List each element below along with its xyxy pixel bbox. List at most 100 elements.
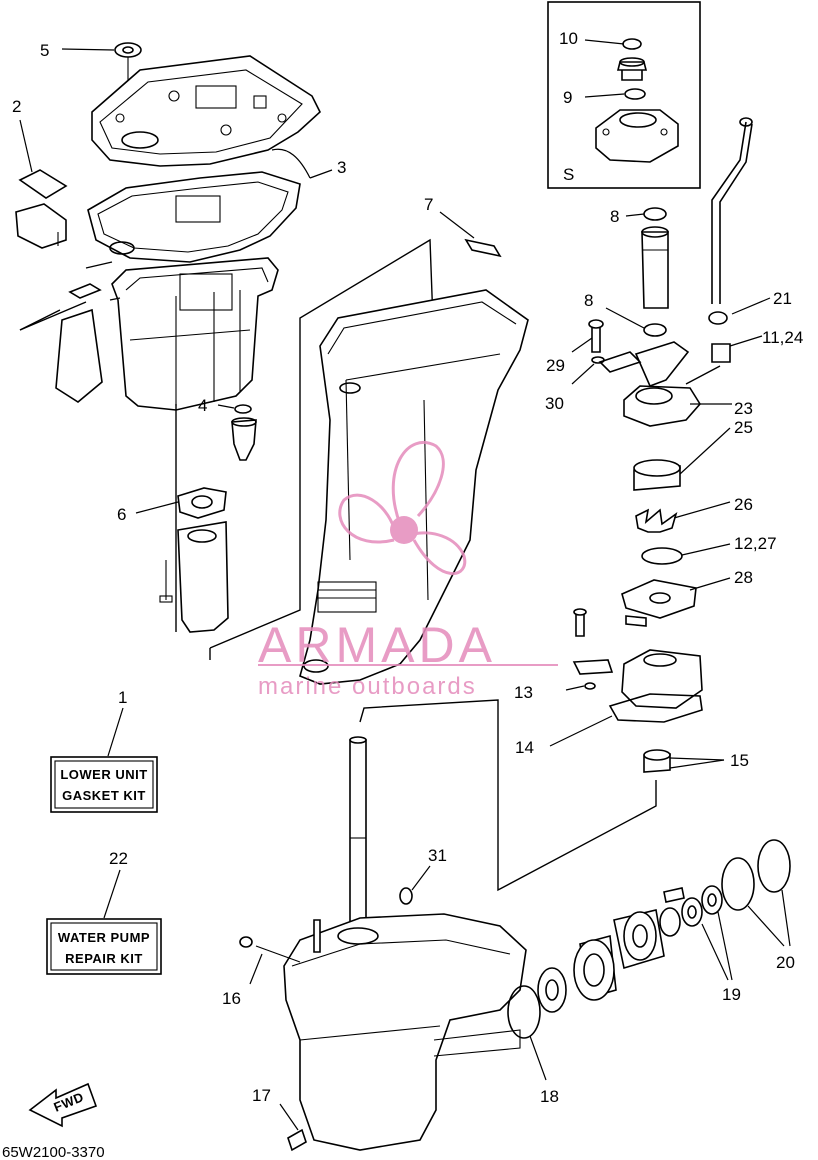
kit-box-frame-22 xyxy=(46,918,162,975)
callout-8b: 8 xyxy=(584,291,593,310)
callout-29: 29 xyxy=(546,356,565,375)
inset-frame xyxy=(547,1,701,189)
callout-30: 30 xyxy=(545,394,564,413)
outer-plate-28 xyxy=(621,579,697,619)
bolt-29 xyxy=(591,325,601,353)
grommet-11-24 xyxy=(711,343,731,363)
callout-12-27: 12,27 xyxy=(734,534,777,553)
pin-13 xyxy=(584,682,596,690)
fwd-indicator: FWD xyxy=(28,1082,98,1128)
grommet-21 xyxy=(708,311,728,325)
wire-3 xyxy=(271,148,311,179)
callout-5: 5 xyxy=(40,41,49,60)
assembly-line-1 xyxy=(19,238,437,649)
upper-casing xyxy=(91,55,321,167)
callout-8a: 8 xyxy=(610,207,619,226)
callout-16: 16 xyxy=(222,989,241,1008)
callout-10: 10 xyxy=(559,29,578,48)
kit-line-water-pump: WATER PUMP xyxy=(58,930,150,945)
callout-17: 17 xyxy=(252,1086,271,1105)
seal-5 xyxy=(114,42,142,58)
oring-20a xyxy=(721,857,755,911)
watermark: ARMADA marine outboards xyxy=(258,440,558,700)
oring-18 xyxy=(507,985,541,1039)
plug-31 xyxy=(399,887,413,905)
kit-ref-22: 22 xyxy=(109,849,128,868)
callout-14: 14 xyxy=(515,738,534,757)
callout-labels: 5 2 3 7 4 6 10 9 8 8 21 11,24 29 30 23 2… xyxy=(12,29,803,1106)
callout-21: 21 xyxy=(773,289,792,308)
oring-9 xyxy=(624,88,646,100)
oring-10 xyxy=(622,38,642,50)
water-tube xyxy=(641,231,669,309)
callout-28: 28 xyxy=(734,568,753,587)
kit-line-repair-kit: REPAIR KIT xyxy=(65,951,143,966)
plate-2 xyxy=(18,169,68,199)
fwd-arrow-icon xyxy=(28,1082,98,1128)
bearing xyxy=(537,967,567,1013)
watermark-tagline: marine outboards xyxy=(258,673,477,700)
drain-17 xyxy=(287,1128,307,1152)
callout-13: 13 xyxy=(514,683,533,702)
callout-18: 18 xyxy=(540,1087,559,1106)
gasket-6 xyxy=(177,487,227,519)
propeller-logo xyxy=(338,440,467,576)
driveshaft xyxy=(349,739,367,927)
lower-housing xyxy=(621,649,703,709)
inset-box: S xyxy=(547,1,701,189)
oring-8-top xyxy=(643,207,667,221)
exhaust-guide xyxy=(177,521,229,633)
kit-box-frame-1 xyxy=(50,756,158,813)
callout-31: 31 xyxy=(428,846,447,865)
lower-unit-group xyxy=(239,736,791,1152)
kit-line-lower-unit: LOWER UNIT xyxy=(60,767,147,782)
oring-20b xyxy=(757,839,791,893)
cup xyxy=(231,419,257,461)
gear-case xyxy=(283,913,527,1151)
oil-pan xyxy=(111,257,279,411)
water-hose xyxy=(711,121,747,304)
clip-7 xyxy=(464,238,502,258)
kit-ref-1: 1 xyxy=(118,688,127,707)
callout-9: 9 xyxy=(563,88,572,107)
holder-plate xyxy=(634,341,690,388)
washer-19b xyxy=(701,885,723,915)
bolt xyxy=(575,613,585,637)
kit-box-lower-unit: 1 LOWER UNIT GASKET KIT xyxy=(50,688,158,813)
gasket-14 xyxy=(608,693,703,723)
bracket xyxy=(15,203,67,249)
exhaust-pipe xyxy=(55,308,103,403)
bushing xyxy=(616,61,648,81)
callout-3: 3 xyxy=(337,158,346,177)
water-pump-group xyxy=(359,117,771,892)
watermark-brand: ARMADA xyxy=(258,617,496,673)
drawing-code: 65W2100-3370 xyxy=(2,1144,105,1160)
kit-box-water-pump: 22 WATER PUMP REPAIR KIT xyxy=(46,849,162,975)
bolt-16 xyxy=(239,936,253,948)
pump-housing-23 xyxy=(623,385,701,427)
watermark-rule xyxy=(258,664,558,666)
inset-label: S xyxy=(563,165,574,184)
washer-4 xyxy=(234,404,252,414)
callout-19: 19 xyxy=(722,985,741,1004)
oring-12-27 xyxy=(641,547,683,565)
upper-casing-group xyxy=(15,42,333,633)
washer-19a xyxy=(681,897,703,927)
callout-20: 20 xyxy=(776,953,795,972)
key xyxy=(625,615,647,627)
inset-housing xyxy=(595,109,679,163)
callout-11-24: 11,24 xyxy=(762,328,803,347)
oring-8-bottom xyxy=(643,323,667,337)
kit-line-gasket-kit: GASKET KIT xyxy=(62,788,146,803)
impeller-26 xyxy=(635,508,678,533)
callout-6: 6 xyxy=(117,505,126,524)
driveshaft-housing-group xyxy=(299,211,529,685)
callout-26: 26 xyxy=(734,495,753,514)
callout-7: 7 xyxy=(424,195,433,214)
callout-4: 4 xyxy=(198,396,207,415)
gasket xyxy=(87,171,301,263)
callout-15: 15 xyxy=(730,751,749,770)
callout-23: 23 xyxy=(734,399,753,418)
callout-2: 2 xyxy=(12,97,21,116)
